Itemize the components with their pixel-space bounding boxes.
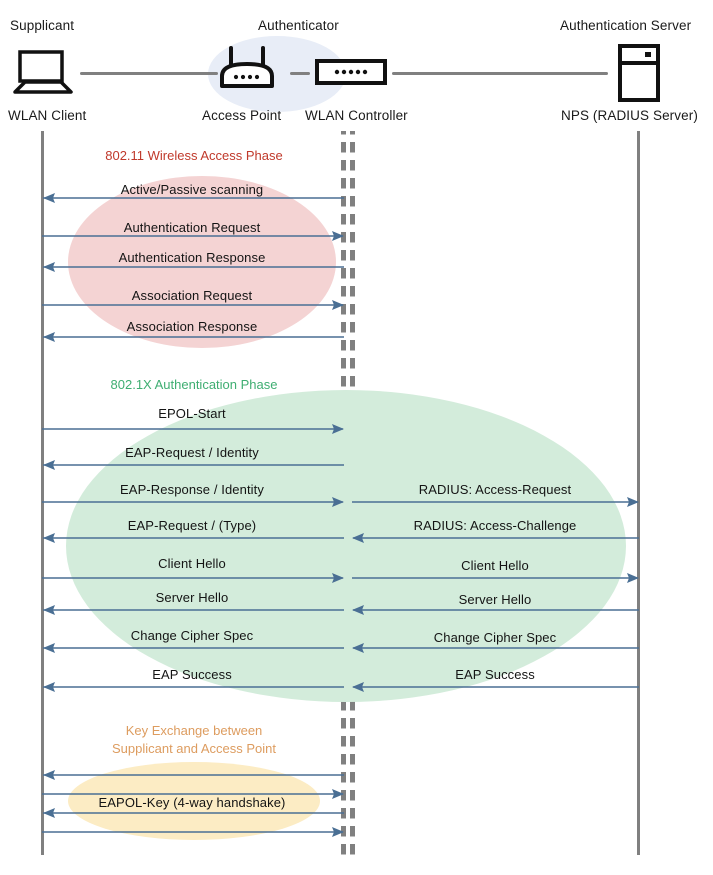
- message-arrow-left-0: [43, 193, 344, 203]
- message-arrow-right-0: [352, 497, 639, 507]
- phase-ellipse-wireless: [68, 176, 336, 348]
- message-arrow-left-15: [43, 808, 344, 818]
- message-label-left-4: Association Response: [126, 319, 258, 334]
- actor-role-authenticator: Authenticator: [258, 18, 339, 33]
- message-label-left-12: EAP Success: [152, 667, 232, 682]
- lifeline-supplicant: [41, 131, 44, 855]
- message-arrow-left-11: [43, 643, 344, 653]
- message-label-left-1: Authentication Request: [123, 220, 261, 235]
- message-label-left-7: EAP-Response / Identity: [120, 482, 264, 497]
- message-label-right-1: RADIUS: Access-Challenge: [413, 518, 577, 533]
- actor-name-wlan-client: WLAN Client: [8, 108, 87, 123]
- message-arrow-right-1: [352, 533, 639, 543]
- message-arrow-left-14: [42, 789, 344, 799]
- actor-name-wlan-controller: WLAN Controller: [305, 108, 408, 123]
- actor-role-supplicant: Supplicant: [10, 18, 75, 33]
- phase-ellipse-8021x: [66, 390, 626, 702]
- message-label-left-10: Server Hello: [155, 590, 229, 605]
- lifeline-authentication-server: [637, 131, 640, 855]
- message-label-left-3: Association Request: [131, 288, 253, 303]
- message-arrow-left-7: [42, 497, 344, 507]
- phase-title-key-exchange-line1: Key Exchange between: [125, 723, 263, 738]
- message-label-left-9: Client Hello: [158, 556, 226, 571]
- message-label-left-15: EAPOL-Key (4-way handshake): [98, 795, 286, 810]
- message-arrow-left-2: [43, 262, 344, 272]
- phase-title-key-exchange: Key Exchange between Supplicant and Acce…: [44, 722, 344, 758]
- message-label-right-3: Server Hello: [458, 592, 532, 607]
- message-arrow-right-4: [352, 643, 639, 653]
- phase-title-8021x: 802.1X Authentication Phase: [110, 377, 278, 392]
- message-arrow-left-8: [43, 533, 344, 543]
- message-arrow-left-5: [42, 424, 344, 434]
- message-label-right-4: Change Cipher Spec: [433, 630, 557, 645]
- message-label-left-5: EPOL-Start: [158, 406, 226, 421]
- phase-title-wireless: 802.11 Wireless Access Phase: [105, 148, 283, 163]
- laptop-icon: [12, 50, 74, 101]
- wlan-controller-icon: [315, 58, 387, 91]
- message-arrow-left-16: [42, 827, 344, 837]
- actor-name-access-point: Access Point: [202, 108, 282, 123]
- message-arrow-right-2: [352, 573, 639, 583]
- phase-title-key-exchange-line2: Supplicant and Access Point: [111, 741, 277, 756]
- server-icon: [617, 44, 661, 107]
- message-label-right-0: RADIUS: Access-Request: [418, 482, 572, 497]
- message-label-right-5: EAP Success: [455, 667, 535, 682]
- message-arrow-right-5: [352, 682, 639, 692]
- message-label-left-8: EAP-Request / (Type): [127, 518, 257, 533]
- message-label-left-11: Change Cipher Spec: [130, 628, 254, 643]
- message-label-right-2: Client Hello: [461, 558, 529, 573]
- access-point-icon: [216, 45, 278, 100]
- message-label-left-0: Active/Passive scanning: [120, 182, 264, 197]
- message-arrow-left-9: [42, 573, 344, 583]
- message-arrow-left-13: [43, 770, 344, 780]
- message-label-left-2: Authentication Response: [118, 250, 266, 265]
- message-arrow-left-3: [42, 300, 344, 310]
- message-arrow-left-1: [42, 231, 344, 241]
- actor-name-nps-radius-server: NPS (RADIUS Server): [561, 108, 698, 123]
- link-controller-to-server: [392, 72, 608, 75]
- message-arrow-left-12: [43, 682, 344, 692]
- actor-role-authentication-server: Authentication Server: [560, 18, 692, 33]
- message-label-left-6: EAP-Request / Identity: [125, 445, 259, 460]
- message-arrow-right-3: [352, 605, 639, 615]
- link-ap-to-controller: [290, 72, 310, 75]
- message-arrow-left-6: [43, 460, 344, 470]
- message-arrow-left-10: [43, 605, 344, 615]
- link-client-to-ap: [80, 72, 218, 75]
- message-arrow-left-4: [43, 332, 344, 342]
